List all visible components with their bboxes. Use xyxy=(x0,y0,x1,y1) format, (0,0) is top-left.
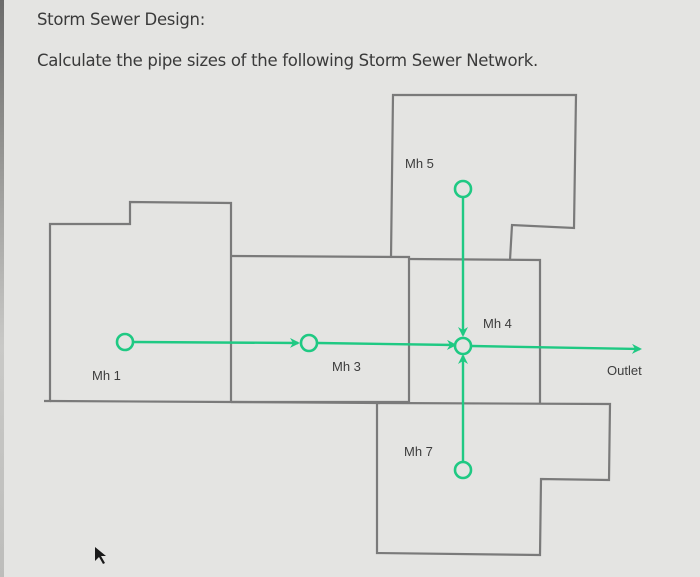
label-mh7: Mh 7 xyxy=(404,444,433,459)
pipe-mh1-mh3 xyxy=(132,337,300,348)
pipe-mh4-outlet xyxy=(471,343,642,354)
manhole-mh1-icon xyxy=(115,332,135,352)
manhole-mh7-icon xyxy=(453,460,473,480)
catchment-mh5 xyxy=(389,93,578,261)
catchment-boundaries xyxy=(44,93,612,557)
instruction-text: Calculate the pipe sizes of the followin… xyxy=(37,51,538,70)
catchment-mh4 xyxy=(408,257,542,403)
manhole-mh5-icon xyxy=(453,179,473,199)
screen-left-edge xyxy=(0,0,4,577)
pipe-mh3-mh4 xyxy=(317,339,457,350)
label-mh1: Mh 1 xyxy=(92,368,121,383)
manhole-mh4-icon xyxy=(453,336,473,356)
label-outlet: Outlet xyxy=(607,363,642,378)
pipe-network xyxy=(132,197,642,462)
catchment-mh3 xyxy=(49,254,411,404)
mouse-cursor-icon xyxy=(95,547,106,564)
label-mh5: Mh 5 xyxy=(405,156,434,171)
label-mh4: Mh 4 xyxy=(483,316,512,331)
label-mh3: Mh 3 xyxy=(332,359,361,374)
catchment-mh1 xyxy=(44,200,233,403)
catchment-mh7 xyxy=(375,401,612,557)
manhole-mh3-icon xyxy=(299,333,319,353)
page-title: Storm Sewer Design: xyxy=(37,10,205,29)
